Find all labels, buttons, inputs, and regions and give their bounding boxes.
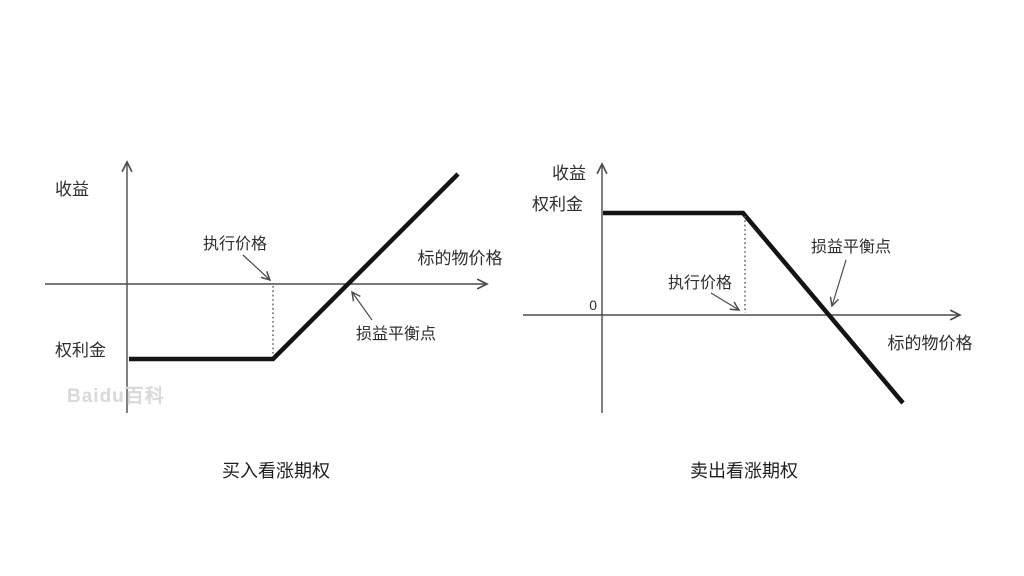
right-origin-label: 0: [589, 297, 597, 313]
right-strike-arrow: [710, 292, 741, 311]
left-chart-caption: 买入看涨期权: [222, 461, 330, 481]
left-breakeven-label: 损益平衡点: [356, 325, 436, 343]
right-y-axis-label: 收益: [552, 164, 586, 183]
right-premium-label: 权利金: [532, 195, 583, 214]
left-y-axis-label: 收益: [55, 180, 89, 199]
baidu-baike-watermark: Baidu百科: [67, 384, 165, 407]
left-breakeven-arrow: [351, 290, 373, 321]
right-x-axis-label: 标的物价格: [888, 334, 973, 353]
right-breakeven-arrow: [829, 259, 847, 308]
left-strike-label: 执行价格: [203, 235, 267, 253]
right-strike-label: 执行价格: [668, 274, 732, 292]
left-x-axis-label: 标的物价格: [418, 249, 503, 268]
long-call-chart: 收益 标的物价格 执行价格 损益平衡点 权利金 Baidu百科 买入看涨期权: [45, 160, 503, 481]
short-call-payoff-line: [603, 210, 905, 405]
short-call-chart: 收益 权利金 0 执行价格 损益平衡点 标的物价格 卖出看涨期权: [523, 162, 973, 481]
long-call-payoff-line: [129, 172, 460, 362]
right-chart-caption: 卖出看涨期权: [690, 461, 798, 481]
left-strike-arrow: [242, 254, 272, 282]
left-premium-label: 权利金: [55, 341, 106, 360]
right-breakeven-label: 损益平衡点: [811, 238, 891, 256]
